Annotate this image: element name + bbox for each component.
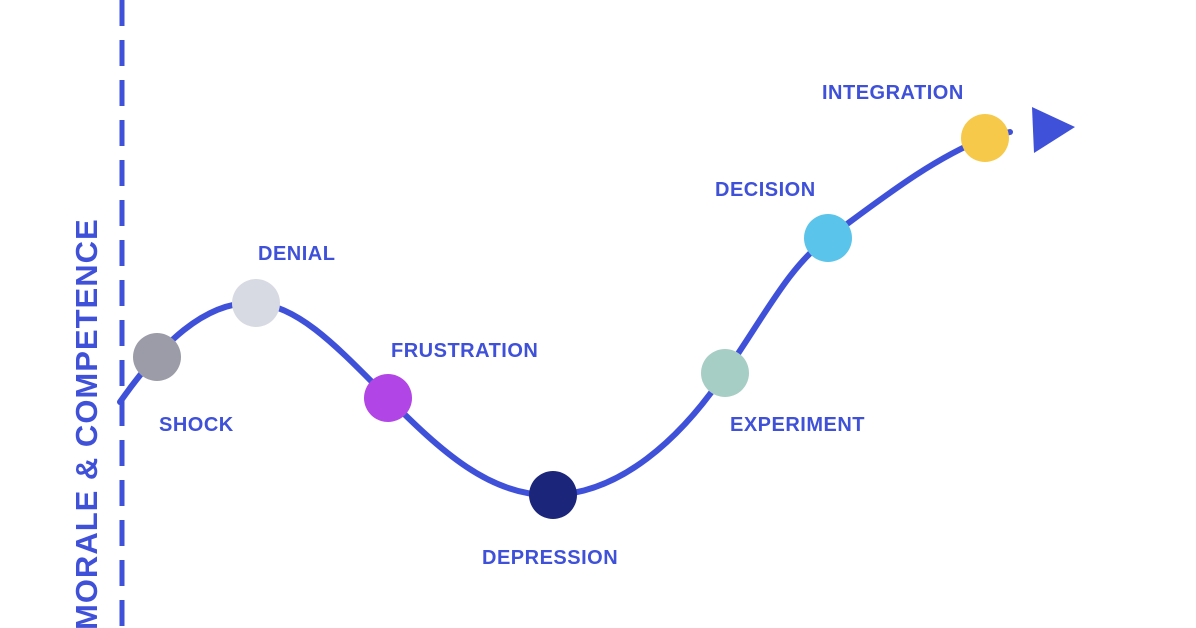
decision-marker xyxy=(804,214,852,262)
shock-label: SHOCK xyxy=(159,414,234,436)
denial-label: DENIAL xyxy=(258,243,335,265)
frustration-label: FRUSTRATION xyxy=(391,340,538,362)
curve-arrowhead xyxy=(1032,107,1075,153)
frustration-marker xyxy=(364,374,412,422)
shock-marker xyxy=(133,333,181,381)
depression-label: DEPRESSION xyxy=(482,547,618,569)
decision-label: DECISION xyxy=(715,179,816,201)
experiment-label: EXPERIMENT xyxy=(730,414,865,436)
y-axis-label: MORALE & COMPETENCE xyxy=(69,218,104,628)
integration-marker xyxy=(961,114,1009,162)
denial-marker xyxy=(232,279,280,327)
depression-marker xyxy=(529,471,577,519)
integration-label: INTEGRATION xyxy=(822,82,964,104)
experiment-marker xyxy=(701,349,749,397)
